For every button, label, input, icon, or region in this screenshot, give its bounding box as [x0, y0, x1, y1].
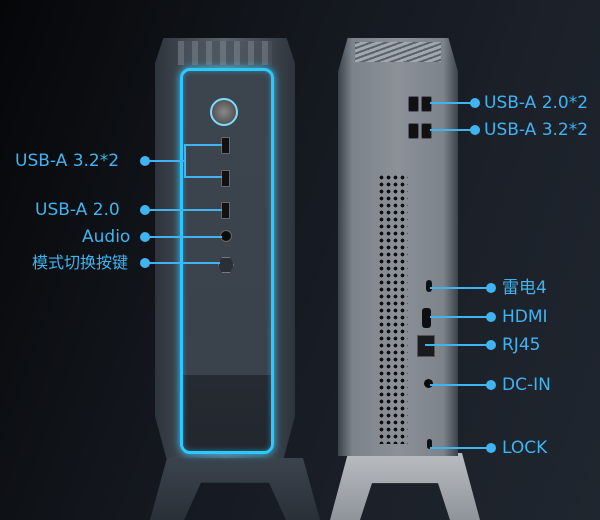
label-audio: Audio	[82, 227, 131, 247]
power-button[interactable]	[210, 98, 238, 126]
dot	[140, 258, 150, 268]
dot	[470, 125, 480, 135]
usb-a-port[interactable]	[408, 123, 419, 139]
dot	[486, 340, 496, 350]
rear-vent	[378, 174, 408, 444]
usb-a-port[interactable]	[221, 137, 230, 154]
leader-line	[430, 129, 472, 131]
leader-line	[148, 160, 184, 162]
label-hdmi: HDMI	[502, 307, 548, 327]
leader-line	[184, 176, 222, 178]
mode-switch-button[interactable]	[218, 257, 234, 273]
front-stand	[150, 458, 320, 520]
dot	[486, 380, 496, 390]
leader-line	[430, 287, 490, 289]
leader-line	[430, 102, 472, 104]
usb-a-port[interactable]	[221, 202, 230, 219]
label-mode-switch: 模式切换按键	[32, 253, 129, 272]
label-lock: LOCK	[502, 438, 548, 458]
leader-line	[148, 236, 222, 238]
leader-line	[430, 447, 490, 449]
dc-in-port[interactable]	[424, 379, 433, 388]
leader-line	[148, 209, 222, 211]
leader-line	[430, 316, 490, 318]
label-usb-a-32-rear: USB-A 3.2*2	[484, 120, 589, 140]
leader-line	[425, 344, 490, 346]
label-thunderbolt: 雷电4	[502, 278, 547, 298]
dot	[486, 283, 496, 293]
front-unit	[150, 38, 320, 520]
rear-top-vent	[355, 42, 441, 62]
lock-slot[interactable]	[427, 439, 432, 449]
leader-line	[184, 144, 186, 177]
rear-stand	[330, 453, 480, 520]
usb-a-port[interactable]	[221, 170, 230, 187]
dot	[140, 156, 150, 166]
leader-line	[148, 262, 220, 264]
front-top-vent	[178, 41, 272, 65]
hdmi-port[interactable]	[422, 308, 431, 328]
dot	[140, 205, 150, 215]
dot	[470, 98, 480, 108]
dot	[140, 232, 150, 242]
dot	[486, 443, 496, 453]
usb-a-port[interactable]	[421, 123, 432, 139]
rear-unit	[330, 38, 480, 520]
leader-line	[430, 384, 490, 386]
thunderbolt-port[interactable]	[426, 280, 432, 292]
label-usb-a-20-front: USB-A 2.0	[35, 200, 120, 220]
label-usb-a-20-rear: USB-A 2.0*2	[484, 93, 589, 113]
label-rj45: RJ45	[502, 335, 541, 355]
dot	[486, 312, 496, 322]
leader-line	[184, 144, 222, 146]
usb-a-port[interactable]	[421, 96, 432, 112]
label-dc-in: DC-IN	[502, 375, 551, 395]
rj45-port[interactable]	[417, 335, 435, 357]
label-usb-a-32-front: USB-A 3.2*2	[15, 151, 120, 171]
usb-a-port[interactable]	[408, 96, 419, 112]
